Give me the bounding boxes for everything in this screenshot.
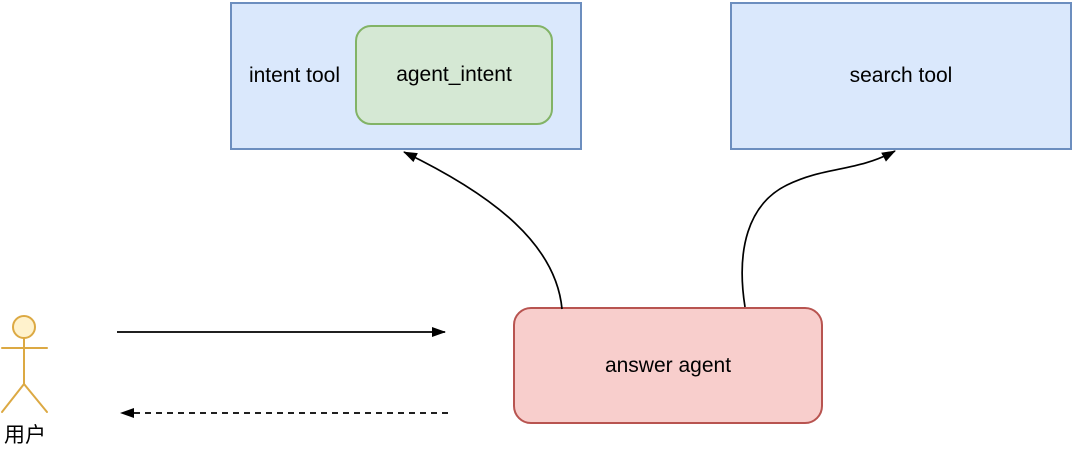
answer-agent-node: answer agent (513, 307, 823, 424)
agent-intent-label: agent_intent (396, 63, 512, 86)
edge-answer-agent-to-intent-tool (403, 151, 563, 310)
search-tool-node: search tool (730, 2, 1072, 150)
edge-answer-agent-to-search-tool (741, 150, 896, 308)
answer-agent-label: answer agent (604, 353, 732, 377)
user-actor-label: 用户 (4, 424, 46, 447)
agent-intent-node: agent_intent (355, 25, 553, 125)
intent-tool-label: intent tool (248, 64, 341, 87)
actor-left-leg (1, 383, 25, 413)
search-tool-label: search tool (849, 64, 953, 87)
actor-head (12, 315, 36, 339)
user-actor (1, 315, 48, 413)
actor-right-leg (23, 383, 48, 413)
